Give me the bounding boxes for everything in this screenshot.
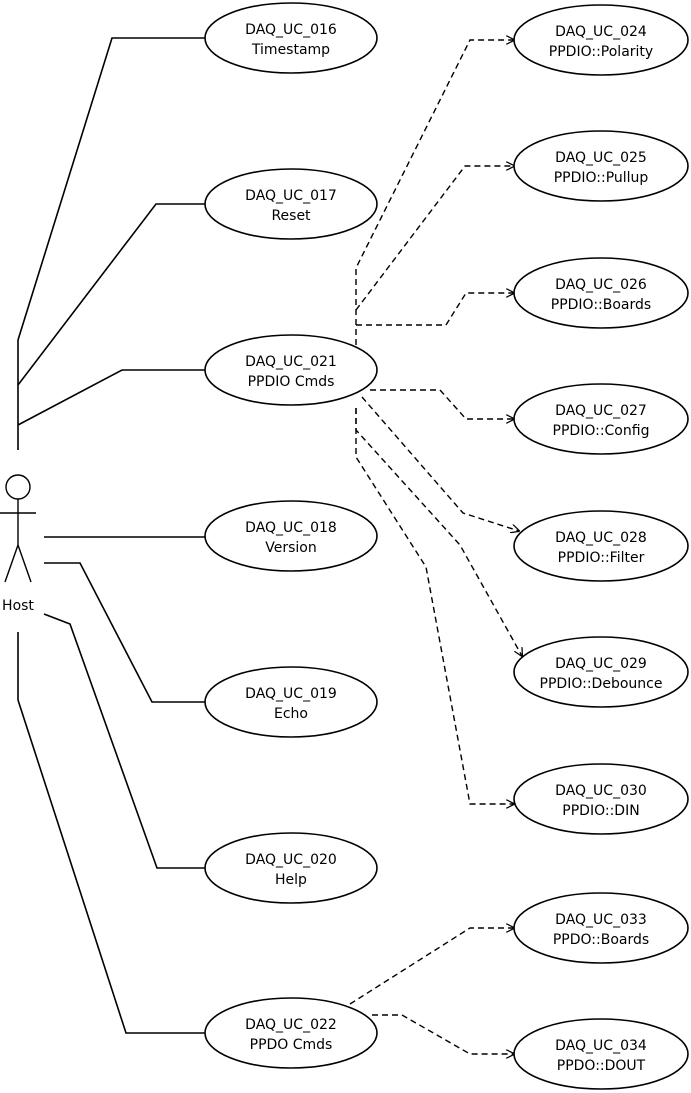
use-case-name: PPDIO::Debounce	[540, 676, 663, 692]
use-case-id: DAQ_UC_026	[555, 277, 647, 293]
use-case-uc033[interactable]: DAQ_UC_033 PPDO::Boards	[513, 892, 689, 964]
assoc-host-uc019	[44, 562, 206, 703]
use-case-id: DAQ_UC_021	[245, 354, 337, 370]
assoc-host-uc021	[17, 369, 206, 426]
use-case-id: DAQ_UC_024	[555, 24, 647, 40]
dep-uc022-uc033	[349, 928, 514, 1005]
use-case-id: DAQ_UC_025	[555, 150, 647, 166]
use-case-uc024[interactable]: DAQ_UC_024 PPDIO::Polarity	[513, 4, 689, 76]
dependencies	[349, 40, 522, 1054]
dep-uc022-uc034	[372, 1014, 514, 1054]
dep-uc021-uc026	[356, 293, 514, 326]
use-case-name: PPDO::Boards	[553, 932, 649, 948]
use-case-name: PPDO Cmds	[250, 1037, 333, 1053]
use-case-uc026[interactable]: DAQ_UC_026 PPDIO::Boards	[513, 257, 689, 329]
use-case-uc030[interactable]: DAQ_UC_030 PPDIO::DIN	[513, 763, 689, 835]
use-case-name: PPDIO::Config	[553, 423, 650, 439]
use-case-id: DAQ_UC_022	[245, 1017, 337, 1033]
use-case-id: DAQ_UC_018	[245, 520, 337, 536]
dep-uc021-uc029	[355, 408, 522, 656]
use-case-name: PPDIO Cmds	[248, 374, 335, 390]
use-case-name: PPDO::DOUT	[557, 1058, 646, 1074]
use-case-id: DAQ_UC_030	[555, 783, 647, 799]
use-case-name: PPDIO::DIN	[562, 803, 639, 819]
use-case-id: DAQ_UC_033	[555, 912, 647, 928]
stick-figure-icon	[0, 474, 36, 583]
associations	[17, 37, 206, 1034]
use-case-id: DAQ_UC_020	[245, 852, 337, 868]
use-case-name: Reset	[271, 208, 311, 224]
dep-uc021-uc027	[370, 389, 514, 419]
use-case-uc020[interactable]: DAQ_UC_020 Help	[204, 832, 378, 904]
use-case-name: PPDIO::Polarity	[549, 44, 653, 60]
use-case-uc017[interactable]: DAQ_UC_017 Reset	[204, 168, 378, 240]
use-case-id: DAQ_UC_029	[555, 656, 647, 672]
use-case-name: PPDIO::Pullup	[554, 170, 649, 186]
use-case-id: DAQ_UC_017	[245, 188, 337, 204]
use-case-id: DAQ_UC_027	[555, 403, 647, 419]
use-case-name: Help	[275, 872, 307, 888]
use-case-uc027[interactable]: DAQ_UC_027 PPDIO::Config	[513, 383, 689, 455]
use-case-uc018[interactable]: DAQ_UC_018 Version	[204, 500, 378, 572]
dep-uc021-uc024	[355, 40, 514, 345]
dep-uc021-uc028	[361, 396, 519, 531]
dep-uc021-uc030	[355, 408, 514, 804]
assoc-host-uc017	[17, 203, 206, 386]
use-case-uc034[interactable]: DAQ_UC_034 PPDO::DOUT	[513, 1018, 689, 1090]
use-case-name: Echo	[274, 706, 308, 722]
actor-host: Host	[0, 474, 36, 614]
use-case-id: DAQ_UC_019	[245, 686, 337, 702]
assoc-host-uc016	[17, 37, 206, 450]
use-case-uc028[interactable]: DAQ_UC_028 PPDIO::Filter	[513, 510, 689, 582]
use-case-id: DAQ_UC_016	[245, 22, 337, 38]
assoc-host-uc020	[43, 613, 206, 869]
dep-uc021-uc025	[355, 166, 514, 311]
use-case-name: Timestamp	[251, 42, 330, 58]
use-case-uc022[interactable]: DAQ_UC_022 PPDO Cmds	[204, 997, 378, 1069]
use-case-id: DAQ_UC_028	[555, 530, 647, 546]
use-case-uc029[interactable]: DAQ_UC_029 PPDIO::Debounce	[513, 636, 689, 708]
use-case-uc019[interactable]: DAQ_UC_019 Echo	[204, 666, 378, 738]
use-case-uc021[interactable]: DAQ_UC_021 PPDIO Cmds	[204, 334, 378, 406]
use-case-name: PPDIO::Filter	[558, 550, 645, 566]
use-case-uc025[interactable]: DAQ_UC_025 PPDIO::Pullup	[513, 130, 689, 202]
actor-label: Host	[2, 598, 34, 614]
use-case-uc016[interactable]: DAQ_UC_016 Timestamp	[204, 2, 378, 74]
use-case-name: PPDIO::Boards	[551, 297, 651, 313]
assoc-host-uc022	[17, 632, 206, 1034]
use-case-id: DAQ_UC_034	[555, 1038, 647, 1054]
use-case-name: Version	[265, 540, 316, 556]
